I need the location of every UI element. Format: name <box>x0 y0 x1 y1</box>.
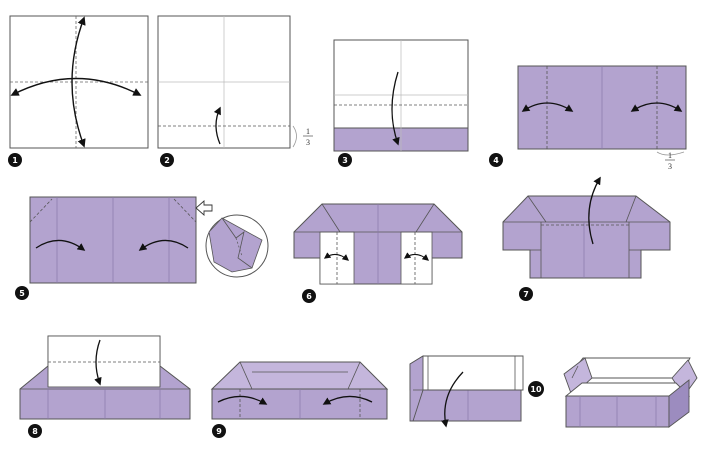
final-sofa-diagram <box>563 357 698 428</box>
step-number: 3 <box>342 156 348 165</box>
step-number: 4 <box>493 156 499 165</box>
fold-arrow-left <box>323 252 350 261</box>
step-6-diagram <box>293 203 463 285</box>
fold-arrow-right <box>138 239 189 251</box>
step-number: 6 <box>306 292 312 301</box>
fraction-denominator: 3 <box>306 138 310 147</box>
fold-arrow-left <box>217 395 268 405</box>
step-8-badge: 8 <box>28 424 42 438</box>
fraction-bracket <box>292 125 297 148</box>
step-8-diagram <box>19 335 191 420</box>
fold-arrow <box>440 371 464 428</box>
fold-arrow <box>588 176 601 245</box>
push-arrow-icon <box>195 200 213 216</box>
fold-arrow-right <box>322 395 373 405</box>
fold-arrow <box>94 339 102 386</box>
step-10-badge: 10 <box>528 381 544 397</box>
step-9-badge: 9 <box>212 424 226 438</box>
box-top <box>210 361 389 390</box>
step-number: 2 <box>164 156 170 165</box>
sofa-seat-top <box>564 382 691 397</box>
sofa-left-arm <box>563 357 593 397</box>
fraction-numerator: 1 <box>668 151 672 160</box>
step-10-diagram <box>409 355 524 428</box>
fraction-numerator: 1 <box>306 127 310 136</box>
step-2-diagram <box>157 15 297 149</box>
step-1-diagram <box>9 15 149 149</box>
step-number: 1 <box>12 156 18 165</box>
step-1-badge: 1 <box>8 153 22 167</box>
fold-arrow <box>213 106 221 145</box>
fold-arrow-right <box>403 252 430 261</box>
step-4-badge: 4 <box>489 153 503 167</box>
fold-arrow-vertical <box>71 16 86 148</box>
step-5-badge: 5 <box>15 286 29 300</box>
sofa-left-arm <box>409 355 424 422</box>
step-number: 7 <box>523 290 529 299</box>
step-4-diagram <box>517 65 687 156</box>
paper-body <box>502 195 671 279</box>
step-6-badge: 6 <box>302 289 316 303</box>
fraction-denominator: 3 <box>668 162 672 171</box>
step-number: 8 <box>32 427 38 436</box>
fraction-label-one-third: 1 3 <box>303 127 313 147</box>
step-3-badge: 3 <box>338 153 352 167</box>
fold-arrow <box>391 71 400 146</box>
sofa-right-side <box>668 379 690 428</box>
sofa-front <box>565 395 670 428</box>
step-number: 5 <box>19 289 25 298</box>
step-3-diagram <box>333 39 469 152</box>
fraction-bracket <box>656 151 685 156</box>
step-7-badge: 7 <box>519 287 533 301</box>
sofa-front <box>412 389 522 422</box>
step-9-diagram <box>210 361 389 420</box>
step-7-diagram <box>502 176 671 279</box>
sofa-back <box>409 355 524 391</box>
box-front <box>211 388 388 420</box>
step-number: 10 <box>530 385 542 394</box>
step-5-diagram <box>29 196 269 284</box>
fold-line-corner-right <box>173 198 197 223</box>
fold-arrow-horizontal <box>10 77 142 96</box>
fraction-label-one-third: 1 3 <box>665 151 675 171</box>
step-2-badge: 2 <box>160 153 174 167</box>
fold-arrow-right <box>630 102 683 112</box>
fold-arrow-left <box>35 239 86 251</box>
fold-arrow-left <box>521 102 574 112</box>
fold-line-corner-left <box>29 198 53 223</box>
step-number: 9 <box>216 427 222 436</box>
